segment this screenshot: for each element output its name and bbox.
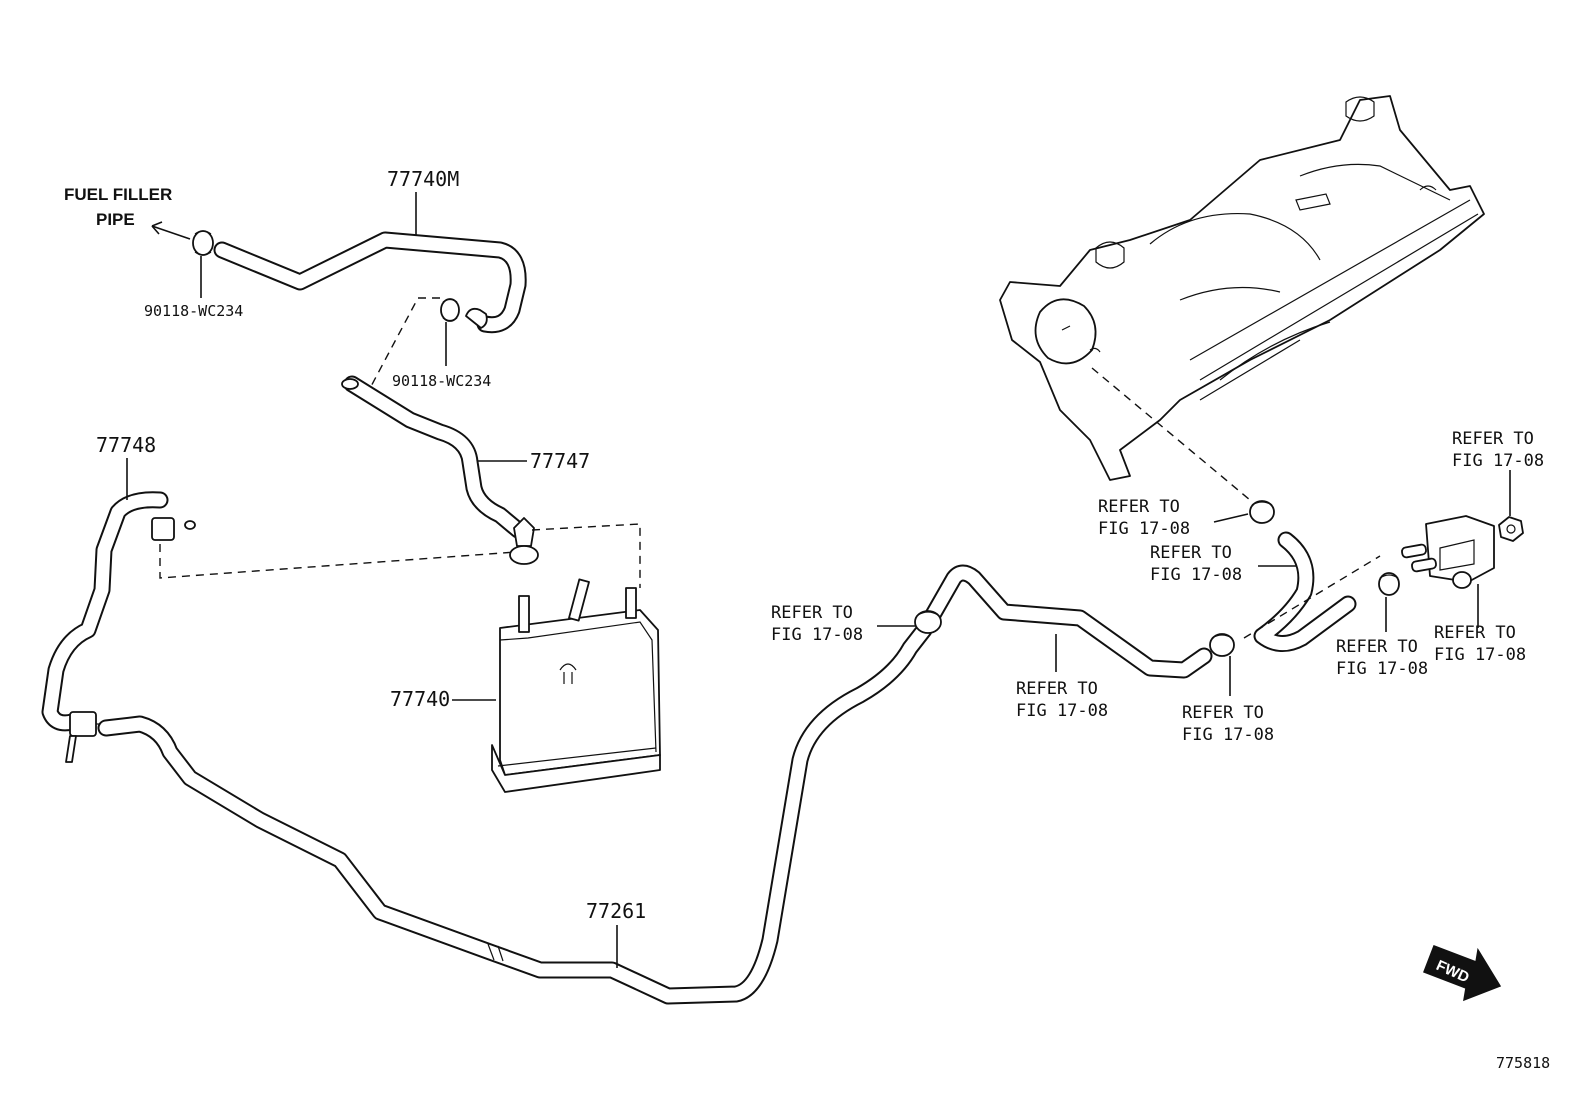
canister-port-right xyxy=(625,587,637,619)
canister-port-left xyxy=(518,595,530,633)
fuel-filler-pipe-label: FUEL FILLER PIPE xyxy=(64,185,191,240)
hose-77747-clip xyxy=(509,545,539,565)
hose-end-cap xyxy=(465,307,488,329)
leader-refer-manifold-clamp xyxy=(1213,513,1249,523)
part-number-77740M[interactable]: 77740M xyxy=(387,167,459,191)
clamp-right-small[interactable] xyxy=(1378,572,1400,596)
fuel-filler-label-line2: PIPE xyxy=(96,210,135,229)
clamp-number-top-left[interactable]: 90118-WC234 xyxy=(144,302,243,320)
hose-77747[interactable] xyxy=(341,375,539,565)
hose-77748-connector-bottom xyxy=(69,711,97,737)
canister-port-middle xyxy=(568,578,590,622)
fig-label-vsv[interactable]: FIG 17-08 xyxy=(1434,645,1526,665)
hose-77747-connector xyxy=(513,517,535,547)
diagram-code: 775818 xyxy=(1496,1054,1550,1072)
part-number-77740[interactable]: 77740 xyxy=(390,687,450,711)
nut-right[interactable] xyxy=(1498,516,1524,542)
vsv-port-bottom xyxy=(1411,557,1437,573)
refer-label-hose-mid[interactable]: REFER TO xyxy=(1016,679,1098,699)
manifold-port xyxy=(1034,298,1097,365)
refer-label-manifold-clamp[interactable]: REFER TO xyxy=(1098,497,1180,517)
part-number-77747[interactable]: 77747 xyxy=(530,449,590,473)
part-number-77748[interactable]: 77748 xyxy=(96,433,156,457)
fuel-filler-arrowhead xyxy=(151,221,163,235)
hose-right-curved[interactable] xyxy=(1253,531,1357,652)
clamp-right-left[interactable] xyxy=(914,610,942,634)
fuel-filler-arrow xyxy=(151,225,191,240)
hose-77747-end xyxy=(341,378,359,390)
fuel-filler-label-line1: FUEL FILLER xyxy=(64,185,172,204)
clamp-90118-top-left[interactable] xyxy=(192,230,214,256)
dashed-connector-clamp xyxy=(367,297,440,393)
dashed-connector-77748 xyxy=(159,530,517,579)
refer-label-clamp-small[interactable]: REFER TO xyxy=(1336,637,1418,657)
hose-77748-connector-top xyxy=(151,517,175,541)
vsv-connector xyxy=(1452,571,1472,589)
intake-manifold[interactable] xyxy=(999,95,1485,481)
fig-label-clamp-left[interactable]: FIG 17-08 xyxy=(771,625,863,645)
fig-label-manifold-clamp[interactable]: FIG 17-08 xyxy=(1098,519,1190,539)
vsv-valve[interactable] xyxy=(1401,515,1495,589)
refer-label-vsv[interactable]: REFER TO xyxy=(1434,623,1516,643)
fig-label-nut[interactable]: FIG 17-08 xyxy=(1452,451,1544,471)
hose-77740M[interactable] xyxy=(213,231,527,334)
clamp-manifold[interactable] xyxy=(1249,500,1275,524)
clamp-number-mid[interactable]: 90118-WC234 xyxy=(392,372,491,390)
hose-77748-clip-top xyxy=(184,520,196,530)
hose-77748-tab xyxy=(65,735,77,763)
hose-77261[interactable] xyxy=(97,621,933,1005)
charcoal-canister-77740[interactable] xyxy=(491,578,661,793)
hose-77261-joint xyxy=(487,943,504,962)
vsv-port-top xyxy=(1401,543,1427,559)
refer-label-hose-curved[interactable]: REFER TO xyxy=(1150,543,1232,563)
clamp-90118-mid[interactable] xyxy=(440,298,460,322)
hose-right-upper[interactable] xyxy=(921,564,1213,679)
part-number-77261[interactable]: 77261 xyxy=(586,899,646,923)
refer-label-clamp-left[interactable]: REFER TO xyxy=(771,603,853,623)
dashed-connector-canister xyxy=(531,523,641,588)
fwd-direction-arrow: FWD xyxy=(1423,945,1502,1002)
fig-label-clamp-small[interactable]: FIG 17-08 xyxy=(1336,659,1428,679)
refer-label-nut[interactable]: REFER TO xyxy=(1452,429,1534,449)
refer-label-clamp-mid[interactable]: REFER TO xyxy=(1182,703,1264,723)
fig-label-clamp-mid[interactable]: FIG 17-08 xyxy=(1182,725,1274,745)
hose-77748[interactable] xyxy=(41,491,196,763)
dashed-connector-right xyxy=(1243,555,1381,639)
fig-label-hose-mid[interactable]: FIG 17-08 xyxy=(1016,701,1108,721)
dashed-connector-manifold xyxy=(1091,367,1251,501)
canister-bracket xyxy=(559,663,577,684)
clamp-right-mid[interactable] xyxy=(1209,633,1235,657)
fig-label-hose-curved[interactable]: FIG 17-08 xyxy=(1150,565,1242,585)
